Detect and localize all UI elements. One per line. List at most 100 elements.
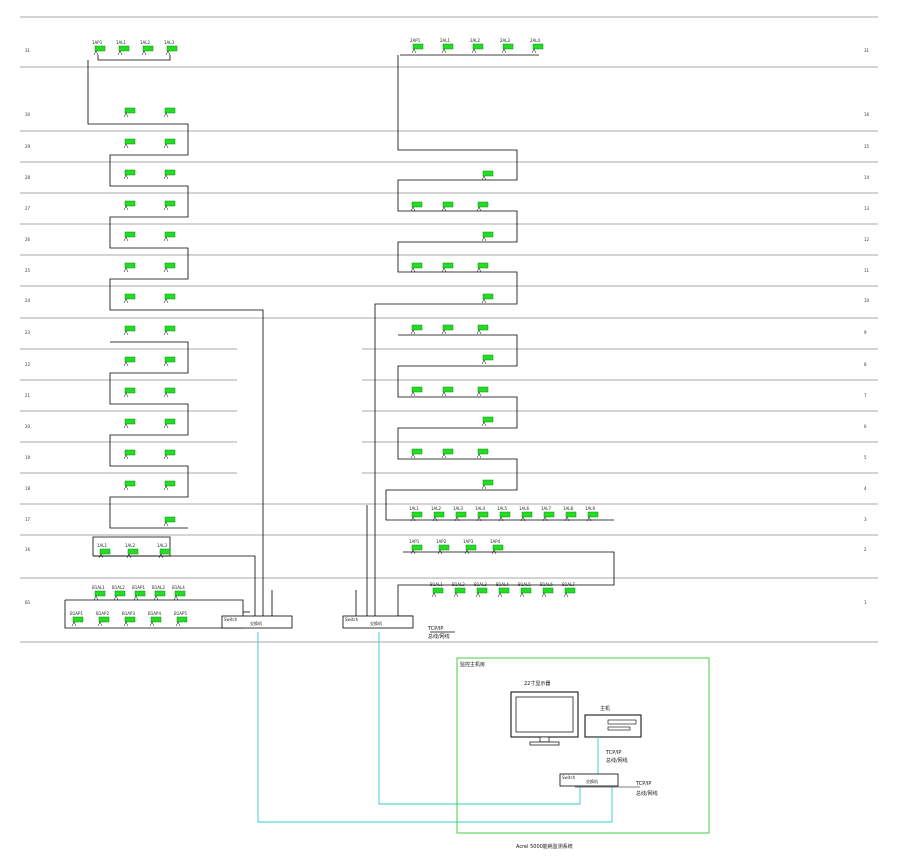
energy-meter[interactable]: 1AL4 bbox=[475, 506, 489, 522]
energy-meter[interactable]: 2AL2 bbox=[470, 38, 484, 54]
energy-meter[interactable] bbox=[441, 448, 454, 459]
energy-meter[interactable]: B1AP3 bbox=[122, 611, 135, 627]
energy-meter[interactable]: B1AL3 bbox=[152, 585, 165, 601]
energy-meter[interactable]: B1AP5 bbox=[174, 611, 187, 627]
energy-meter[interactable] bbox=[476, 386, 489, 397]
energy-meter[interactable] bbox=[123, 449, 136, 460]
energy-meter[interactable] bbox=[481, 479, 494, 490]
energy-meter[interactable]: B1AL1 bbox=[430, 582, 443, 598]
meter-box bbox=[124, 262, 136, 269]
energy-meter[interactable] bbox=[163, 231, 176, 242]
energy-meter[interactable]: 2AP1 bbox=[410, 38, 424, 54]
energy-meter[interactable] bbox=[476, 262, 489, 273]
energy-meter[interactable] bbox=[123, 356, 136, 367]
energy-meter[interactable]: 1AL1 bbox=[116, 40, 130, 56]
energy-meter[interactable] bbox=[123, 325, 136, 336]
energy-meter[interactable]: B1AL7 bbox=[562, 582, 575, 598]
energy-meter[interactable] bbox=[163, 262, 176, 273]
energy-meter[interactable]: 1AL2 bbox=[125, 543, 139, 559]
energy-meter[interactable]: B1AL2 bbox=[452, 582, 465, 598]
energy-meter[interactable] bbox=[163, 356, 176, 367]
energy-meter[interactable] bbox=[481, 231, 494, 242]
meter-box bbox=[520, 587, 532, 594]
energy-meter[interactable] bbox=[441, 201, 454, 212]
energy-meter[interactable]: 2AL3 bbox=[500, 38, 514, 54]
energy-meter[interactable] bbox=[123, 231, 136, 242]
energy-meter[interactable] bbox=[123, 293, 136, 304]
energy-meter[interactable] bbox=[410, 262, 423, 273]
energy-meter[interactable] bbox=[476, 324, 489, 335]
energy-meter[interactable]: B1AP1 bbox=[132, 585, 145, 601]
meter-box bbox=[124, 449, 136, 456]
energy-meter[interactable] bbox=[410, 386, 423, 397]
energy-meter[interactable] bbox=[163, 107, 176, 118]
energy-meter[interactable]: 1AL1 bbox=[97, 543, 111, 559]
energy-meter[interactable]: 2AL4 bbox=[530, 38, 544, 54]
meter-box bbox=[542, 587, 554, 594]
left-switch[interactable]: Switch 交换机 bbox=[221, 615, 293, 629]
energy-meter[interactable]: 1AP3 bbox=[463, 539, 477, 555]
energy-meter[interactable] bbox=[123, 169, 136, 180]
energy-meter[interactable] bbox=[163, 418, 176, 429]
energy-meter[interactable]: 1AL3 bbox=[453, 506, 467, 522]
energy-meter[interactable] bbox=[410, 324, 423, 335]
energy-meter[interactable] bbox=[123, 480, 136, 491]
energy-meter[interactable]: 1AL9 bbox=[585, 506, 599, 522]
energy-meter[interactable]: 1AP1 bbox=[409, 539, 423, 555]
energy-meter[interactable]: B1AL3 bbox=[474, 582, 487, 598]
energy-meter[interactable]: 1AL3 bbox=[164, 40, 178, 56]
energy-meter[interactable] bbox=[476, 448, 489, 459]
energy-meter[interactable]: B1AL5 bbox=[518, 582, 532, 598]
energy-meter[interactable]: 1AP1 bbox=[92, 40, 106, 56]
energy-meter[interactable]: 1AL3 bbox=[157, 543, 171, 559]
energy-meter[interactable]: B1AL2 bbox=[112, 585, 125, 601]
energy-meter[interactable] bbox=[481, 354, 494, 365]
energy-meter[interactable] bbox=[123, 200, 136, 211]
meter-connector bbox=[163, 143, 169, 149]
energy-meter[interactable] bbox=[410, 201, 423, 212]
meter-box bbox=[411, 262, 423, 269]
energy-meter[interactable] bbox=[163, 449, 176, 460]
energy-meter[interactable]: B1AP4 bbox=[148, 611, 161, 627]
energy-meter[interactable] bbox=[481, 416, 494, 427]
energy-meter[interactable]: 1AL1 bbox=[409, 506, 423, 522]
energy-meter[interactable]: B1AL4 bbox=[172, 585, 185, 601]
energy-meter[interactable] bbox=[163, 138, 176, 149]
energy-meter[interactable] bbox=[163, 200, 176, 211]
energy-meter[interactable]: 1AP2 bbox=[436, 539, 450, 555]
energy-meter[interactable]: 1AL2 bbox=[140, 40, 154, 56]
energy-meter[interactable] bbox=[163, 293, 176, 304]
room-switch[interactable]: Switch 交换机 bbox=[559, 773, 619, 787]
energy-meter[interactable] bbox=[123, 418, 136, 429]
energy-meter[interactable]: 1AL5 bbox=[497, 506, 511, 522]
energy-meter[interactable]: 2AL1 bbox=[440, 38, 454, 54]
energy-meter[interactable] bbox=[123, 262, 136, 273]
energy-meter[interactable] bbox=[163, 169, 176, 180]
energy-meter[interactable]: 1AL7 bbox=[541, 506, 555, 522]
energy-meter[interactable]: 1AL6 bbox=[519, 506, 533, 522]
energy-meter[interactable]: 1AL8 bbox=[563, 506, 577, 522]
energy-meter[interactable]: B1AL6 bbox=[540, 582, 554, 598]
energy-meter[interactable] bbox=[441, 324, 454, 335]
energy-meter[interactable]: 1AL2 bbox=[431, 506, 445, 522]
energy-meter[interactable]: B1AL1 bbox=[92, 585, 105, 601]
energy-meter[interactable] bbox=[123, 387, 136, 398]
energy-meter[interactable] bbox=[123, 107, 136, 118]
energy-meter[interactable] bbox=[163, 387, 176, 398]
energy-meter[interactable] bbox=[123, 138, 136, 149]
energy-meter[interactable]: B1AP1 bbox=[70, 611, 83, 627]
energy-meter[interactable] bbox=[481, 170, 494, 181]
right-switch[interactable]: Switch 交换机 bbox=[342, 615, 414, 629]
energy-meter[interactable] bbox=[441, 386, 454, 397]
energy-meter[interactable]: B1AL4 bbox=[496, 582, 509, 598]
energy-meter[interactable] bbox=[441, 262, 454, 273]
energy-meter[interactable] bbox=[163, 325, 176, 336]
energy-meter[interactable]: B1AP2 bbox=[96, 611, 109, 627]
energy-meter[interactable] bbox=[481, 293, 494, 304]
meter-box bbox=[164, 200, 176, 207]
energy-meter[interactable]: 1AP4 bbox=[490, 539, 504, 555]
energy-meter[interactable] bbox=[410, 448, 423, 459]
energy-meter[interactable] bbox=[476, 201, 489, 212]
energy-meter[interactable] bbox=[163, 480, 176, 491]
energy-meter[interactable] bbox=[163, 516, 176, 527]
